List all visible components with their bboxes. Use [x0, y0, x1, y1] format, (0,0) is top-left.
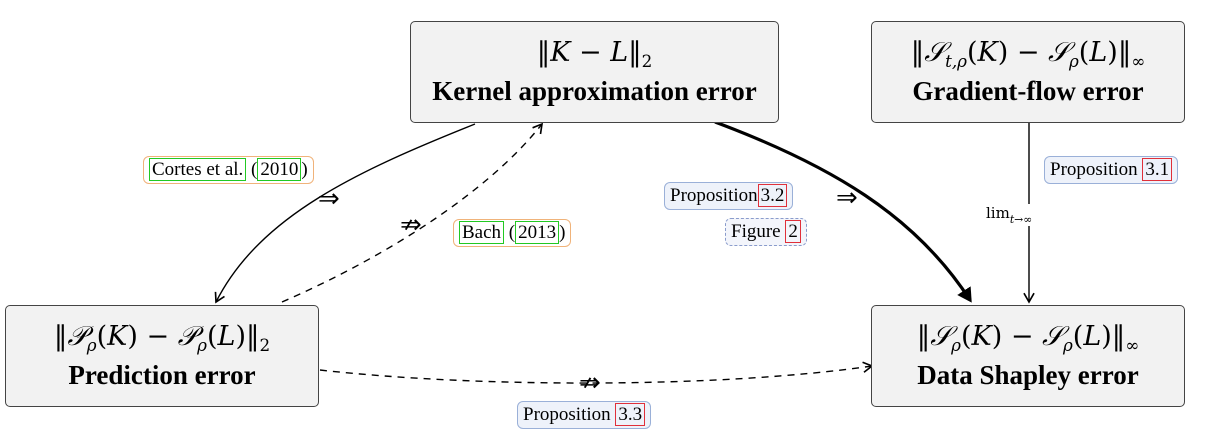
edge-prediction-to-kernel: [281, 122, 544, 303]
gradient-label: Gradient-flow error: [912, 75, 1144, 106]
gradient-formula: ‖𝒮t,ρ(K) − 𝒮ρ(L)‖∞: [910, 36, 1146, 71]
prop31-ref[interactable]: 3.1: [1142, 158, 1173, 181]
cite-bach-author[interactable]: Bach: [459, 221, 505, 244]
kernel-formula: ‖K − L‖2: [536, 36, 653, 71]
figure-text: Figure: [731, 221, 781, 242]
cite-cortes-year[interactable]: 2010: [257, 158, 302, 181]
cite-bach-year[interactable]: 2013: [515, 221, 560, 244]
cite-cortes[interactable]: Cortes et al. (2010): [143, 156, 314, 184]
limit-op: lim: [986, 204, 1010, 222]
node-prediction: ‖𝒫ρ(K) − 𝒫ρ(L)‖2 Prediction error: [5, 305, 319, 407]
prop33-ref[interactable]: 3.3: [615, 403, 646, 426]
edge-prediction-to-shapley: [319, 361, 874, 384]
prediction-formula: ‖𝒫ρ(K) − 𝒫ρ(L)‖2: [53, 320, 271, 355]
node-gradient-flow: ‖𝒮t,ρ(K) − 𝒮ρ(L)‖∞ Gradient-flow error: [871, 21, 1185, 123]
node-data-shapley: ‖𝒮ρ(K) − 𝒮ρ(L)‖∞ Data Shapley error: [871, 305, 1185, 407]
ref-proposition-3-3[interactable]: Proposition 3.3: [517, 401, 652, 429]
implies-symbol-prop32: ⇒: [836, 183, 858, 213]
not-implies-symbol-bach: ⇏: [400, 210, 422, 240]
prediction-label: Prediction error: [68, 359, 256, 390]
limit-label: limt→∞: [984, 204, 1035, 226]
prop32-text: Proposition: [670, 185, 758, 206]
prop33-text: Proposition: [523, 404, 611, 425]
node-kernel-approximation: ‖K − L‖2 Kernel approximation error: [410, 21, 779, 123]
cite-bach[interactable]: Bach (2013): [453, 219, 572, 247]
ref-figure-2[interactable]: Figure 2: [725, 218, 807, 246]
cite-cortes-author[interactable]: Cortes et al.: [149, 158, 247, 181]
figure-ref[interactable]: 2: [785, 220, 801, 243]
shapley-formula: ‖𝒮ρ(K) − 𝒮ρ(L)‖∞: [916, 320, 1140, 355]
kernel-label: Kernel approximation error: [432, 75, 757, 106]
implies-symbol-cortes: ⇒: [318, 184, 340, 214]
ref-proposition-3-1[interactable]: Proposition 3.1: [1044, 156, 1179, 184]
prop32-ref[interactable]: 3.2: [757, 184, 788, 207]
limit-sub: t→∞: [1009, 212, 1033, 226]
edge-kernel-to-shapley: [714, 120, 972, 303]
not-implies-symbol-prop33: ⇏: [579, 368, 601, 398]
edge-kernel-to-prediction: [214, 123, 476, 304]
shapley-label: Data Shapley error: [917, 359, 1139, 390]
prop31-text: Proposition: [1050, 159, 1138, 180]
